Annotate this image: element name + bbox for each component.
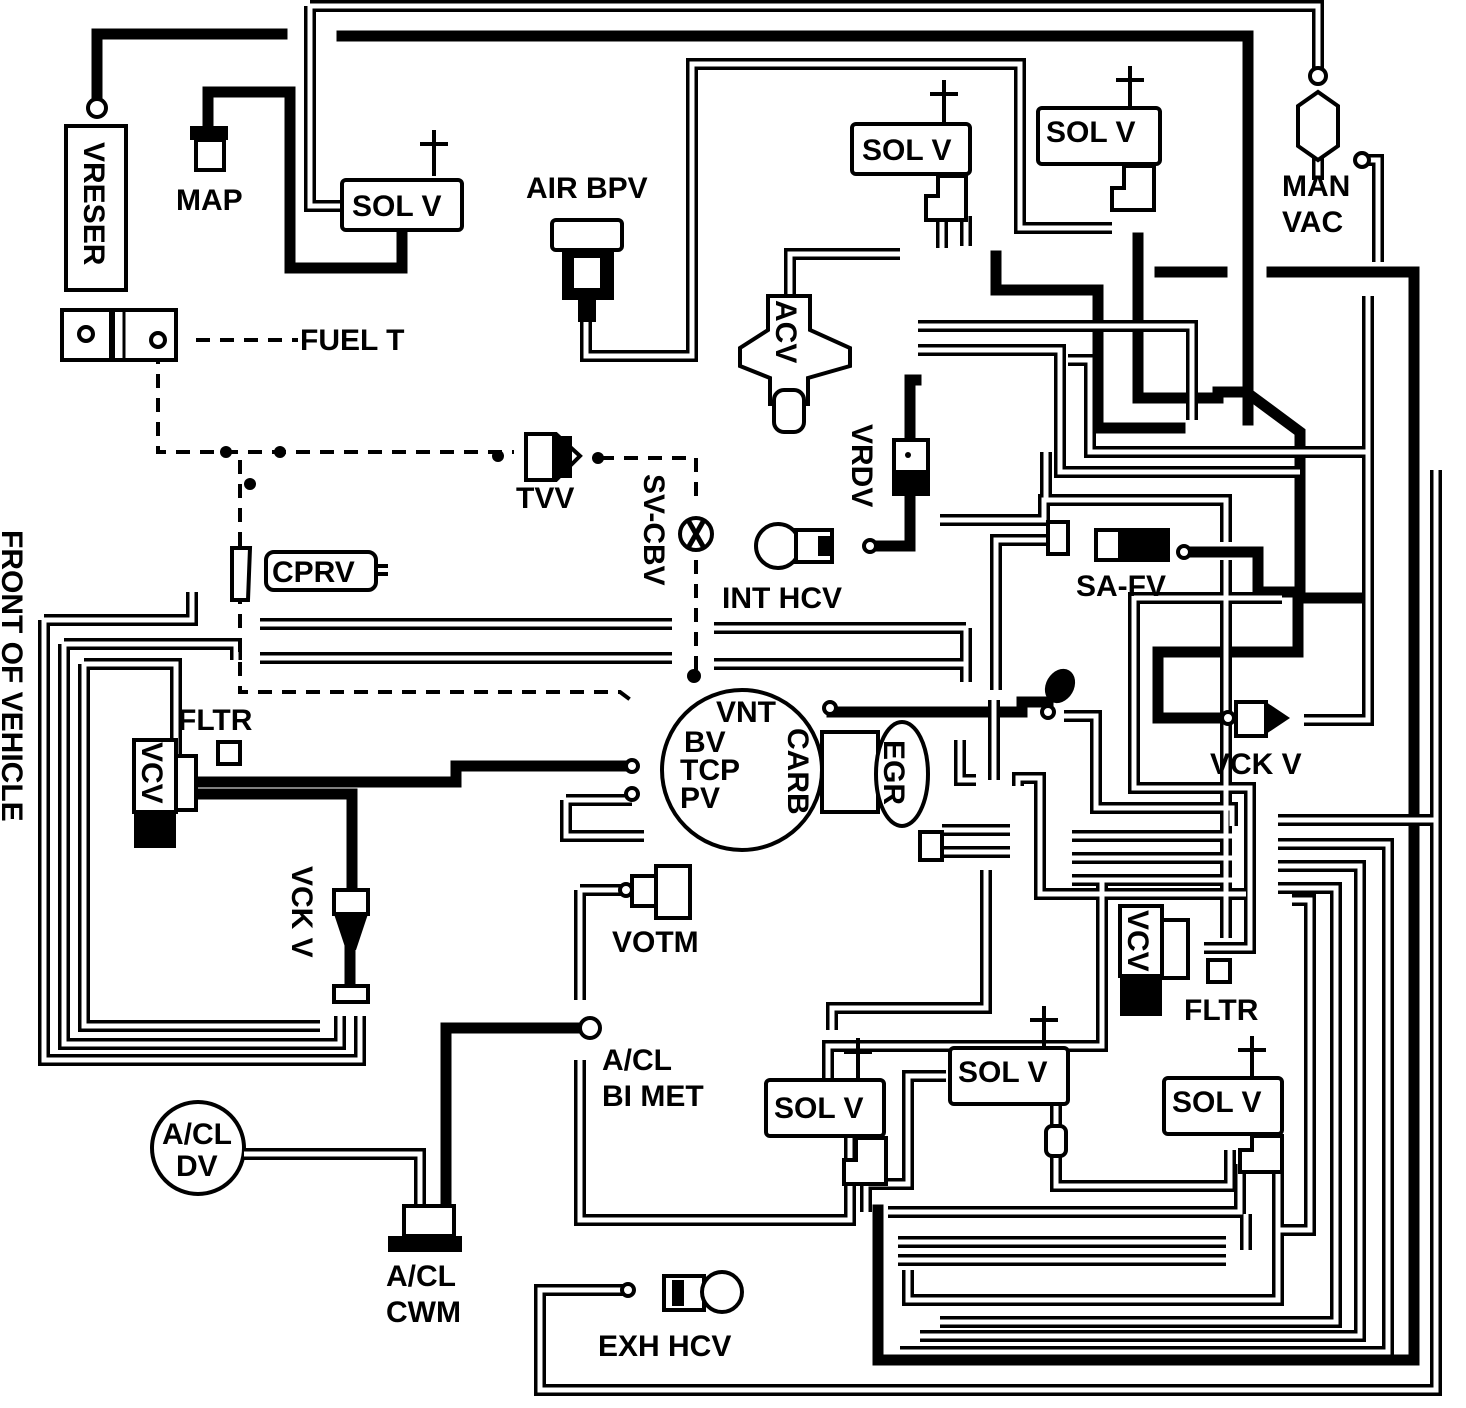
vcv-left: FLTR VCV	[132, 704, 253, 848]
acv: ACV	[738, 294, 852, 434]
egr-label: EGR	[877, 740, 910, 805]
int-hcv: INT HCV	[722, 522, 878, 615]
acl-bimet: A/CL BI MET	[578, 1016, 704, 1113]
teardrop-fitting	[1040, 668, 1076, 720]
cprv: CPRV	[230, 546, 388, 602]
vrdv: VRDV	[845, 424, 930, 507]
exh-hcv-label: EXH HCV	[598, 1330, 731, 1363]
sol-v-top-right: SOL V	[1036, 66, 1162, 212]
map-sensor: MAP	[176, 126, 243, 217]
man-vac-label-2: VAC	[1282, 206, 1343, 239]
cprv-label: CPRV	[272, 556, 355, 589]
sol-v-top-left: SOL V	[340, 130, 464, 232]
sol-v-top-mid: SOL V	[850, 80, 972, 222]
vck-v-left-label: VCK V	[285, 866, 318, 958]
vck-v-right-label: VCK V	[1210, 748, 1302, 781]
vck-v-right: VCK V	[1210, 700, 1302, 781]
vreser-component: VRESER	[64, 97, 128, 292]
fltr-right-label: FLTR	[1184, 994, 1259, 1027]
tvv: TVV	[516, 432, 583, 515]
votm-label: VOTM	[612, 926, 699, 959]
acl-bimet-label-1: A/CL	[602, 1044, 672, 1077]
tcp-label: TCP	[680, 754, 740, 787]
vreser-label: VRESER	[77, 142, 110, 266]
sol-v-bottom-mid-label: SOL V	[958, 1056, 1047, 1089]
man-vac: MAN VAC	[1282, 66, 1371, 239]
vck-v-left: VCK V	[285, 866, 370, 1004]
acl-cwm: A/CL CWM	[386, 1204, 462, 1329]
vacuum-hoses-double-inner	[41, 3, 1439, 1393]
vcv-right: VCV FLTR	[1118, 904, 1259, 1027]
sol-v-bottom-left: SOL V	[764, 1038, 888, 1186]
carburetor: VNT BV TCP PV CARB	[624, 688, 838, 852]
vrdv-label: VRDV	[845, 424, 878, 507]
map-label: MAP	[176, 184, 243, 217]
sv-cbv-label: SV-CBV	[637, 474, 670, 586]
sol-v-top-mid-label: SOL V	[862, 134, 951, 167]
bv-label: BV	[684, 726, 726, 759]
sol-v-bottom-mid: SOL V	[948, 1006, 1070, 1158]
egr-valve: EGR	[820, 720, 944, 862]
vapor-lines-dashed	[156, 338, 701, 706]
vacuum-lines-thick	[91, 28, 1420, 1366]
carb-label: CARB	[781, 728, 814, 815]
front-of-vehicle-label: FRONT OF VEHICLE	[0, 530, 28, 822]
sv-cbv: SV-CBV	[637, 474, 714, 586]
sol-v-bottom-right-label: SOL V	[1172, 1086, 1261, 1119]
sol-v-top-right-label: SOL V	[1046, 116, 1135, 149]
air-bpv-label: AIR BPV	[526, 172, 648, 205]
air-bpv: AIR BPV	[526, 172, 648, 322]
exh-hcv: EXH HCV	[598, 1270, 744, 1363]
acl-cwm-label-1: A/CL	[386, 1260, 456, 1293]
sa-fv: SA-FV	[1046, 520, 1192, 603]
vcv-right-label: VCV	[1121, 910, 1154, 972]
acv-label: ACV	[769, 300, 802, 363]
votm: VOTM	[612, 864, 699, 959]
acl-dv: A/CL DV	[150, 1100, 426, 1210]
sol-v-top-left-label: SOL V	[352, 190, 441, 223]
int-hcv-label: INT HCV	[722, 582, 842, 615]
acl-bimet-label-2: BI MET	[602, 1080, 704, 1113]
acl-dv-label-1: A/CL	[162, 1118, 232, 1151]
sa-fv-label: SA-FV	[1076, 570, 1166, 603]
fuel-t-label: FUEL T	[300, 324, 404, 357]
acl-cwm-label-2: CWM	[386, 1296, 461, 1329]
fltr-left-label: FLTR	[178, 704, 253, 737]
tvv-label: TVV	[516, 482, 574, 515]
fuel-tank: FUEL T	[60, 308, 404, 362]
man-vac-label-1: MAN	[1282, 170, 1350, 203]
pv-label: PV	[680, 782, 720, 815]
vnt-label: VNT	[716, 696, 776, 729]
vcv-left-label: VCV	[135, 742, 168, 804]
acl-dv-label-2: DV	[176, 1150, 218, 1183]
sol-v-bottom-left-label: SOL V	[774, 1092, 863, 1125]
sol-v-bottom-right: SOL V	[1162, 1036, 1284, 1174]
